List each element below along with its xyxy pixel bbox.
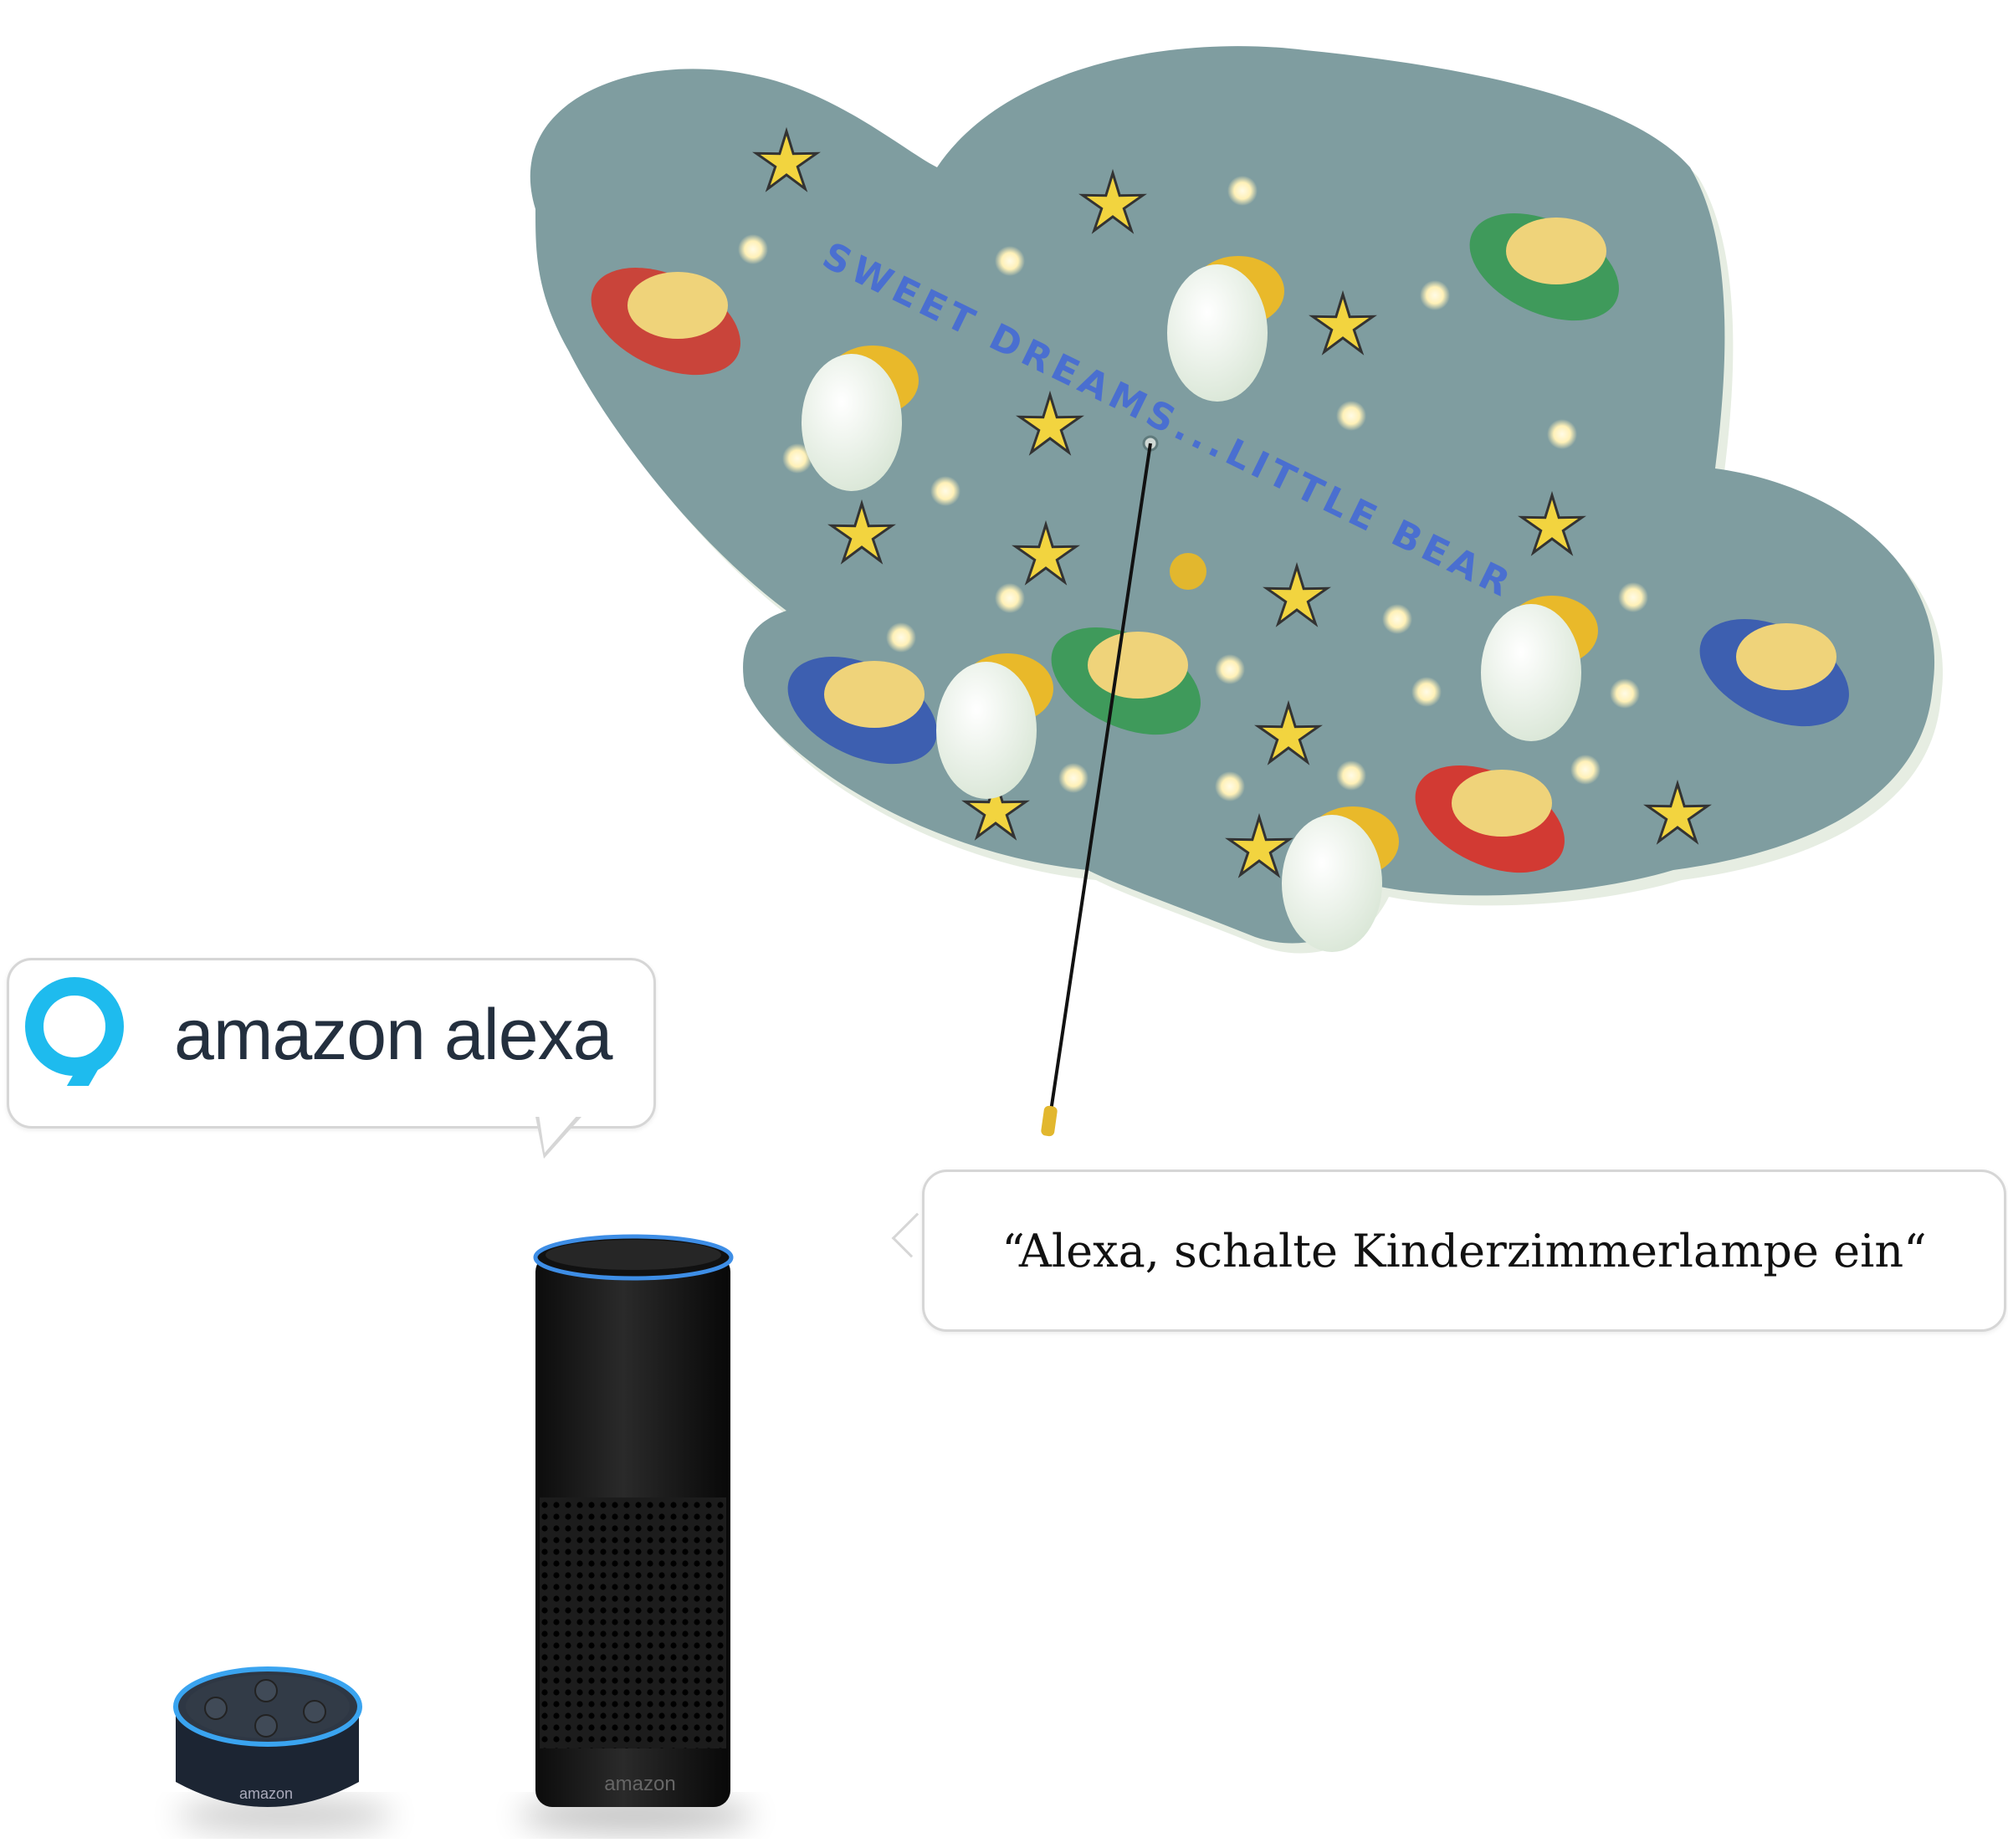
- star-icon: [827, 499, 896, 565]
- bear-icon: [628, 272, 728, 339]
- echo-brand-label: amazon: [604, 1773, 675, 1795]
- led-light: [995, 583, 1025, 613]
- star-icon: [752, 126, 821, 192]
- led-light: [995, 246, 1025, 276]
- bear-icon: [824, 661, 925, 728]
- echo-dot-speaker: amazon: [173, 1666, 393, 1832]
- pull-cord[interactable]: [1048, 443, 1152, 1118]
- volume-up-button[interactable]: [254, 1679, 278, 1702]
- led-light: [1382, 604, 1412, 634]
- volume-down-button[interactable]: [254, 1714, 278, 1738]
- light-bulb-icon: [936, 662, 1037, 799]
- led-light: [1618, 582, 1648, 612]
- star-icon: [1016, 390, 1084, 456]
- star-icon: [961, 775, 1030, 841]
- switch-knob: [1170, 553, 1206, 590]
- star-icon: [1643, 779, 1712, 845]
- cloud-ceiling-lamp: SWEET DREAMS...LITTLE BEAR: [530, 46, 1944, 1137]
- led-light: [738, 234, 768, 264]
- led-light: [1215, 771, 1245, 801]
- star-icon: [1012, 520, 1080, 586]
- led-light: [1227, 176, 1258, 206]
- bear-icon: [1736, 623, 1836, 690]
- alexa-logo-icon: [25, 977, 124, 1076]
- led-light: [886, 622, 916, 653]
- led-light: [1411, 677, 1442, 707]
- led-light: [1215, 654, 1245, 684]
- echo-dot-brand-label: amazon: [239, 1785, 293, 1802]
- voice-command-bubble: “Alexa, schalte Kinderzimmerlampe ein“: [922, 1170, 2006, 1332]
- mic-off-button[interactable]: [204, 1697, 228, 1720]
- light-bulb-icon: [1167, 264, 1268, 402]
- star-icon: [1309, 289, 1377, 356]
- light-bulb-icon: [1481, 604, 1581, 741]
- star-icon: [1518, 490, 1586, 556]
- alexa-logo-text: amazon alexa: [174, 995, 612, 1075]
- led-light: [1058, 763, 1089, 793]
- light-bulb-icon: [802, 354, 902, 491]
- star-icon: [1078, 168, 1147, 234]
- star-icon: [1254, 699, 1323, 765]
- voice-command-text: “Alexa, schalte Kinderzimmerlampe ein“: [1001, 1224, 1927, 1277]
- led-light: [1336, 760, 1366, 791]
- pull-cord-handle[interactable]: [1041, 1105, 1058, 1137]
- action-button[interactable]: [303, 1700, 326, 1723]
- led-light: [1570, 755, 1601, 785]
- echo-speaker: amazon: [519, 1234, 753, 1832]
- star-icon: [1263, 561, 1331, 627]
- led-light: [1610, 678, 1640, 709]
- bear-icon: [1506, 218, 1606, 284]
- light-bulbs: [802, 256, 1598, 952]
- bear-icon: [1088, 632, 1188, 699]
- bear-illustrations: [591, 213, 1849, 873]
- alexa-bubble-tail-fill: [539, 1114, 578, 1153]
- bear-icon: [1452, 770, 1552, 837]
- led-lights: [738, 176, 1648, 801]
- led-light: [1547, 419, 1577, 449]
- star-icon: [1225, 812, 1293, 878]
- echo-grille: [540, 1497, 726, 1748]
- led-light: [930, 476, 960, 506]
- led-light: [1336, 401, 1366, 431]
- light-bulb-icon: [1282, 815, 1382, 952]
- led-light: [1420, 280, 1450, 310]
- led-light: [782, 443, 812, 474]
- star-decorations: [752, 126, 1712, 878]
